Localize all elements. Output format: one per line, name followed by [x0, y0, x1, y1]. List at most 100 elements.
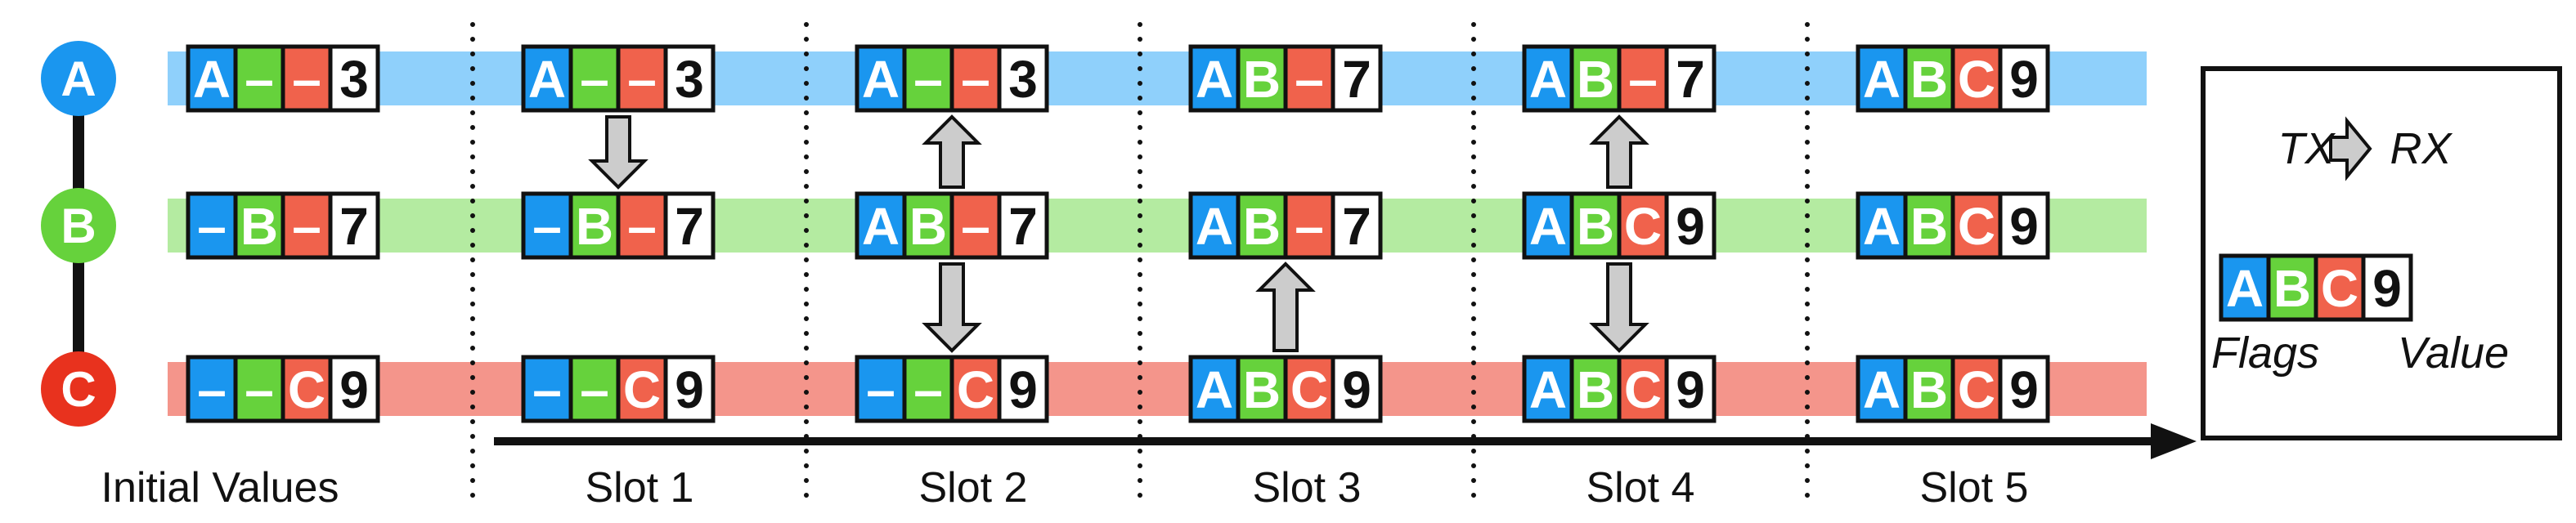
value-box [997, 44, 1049, 113]
transfer-arrow-a-to-b-slot-1 [588, 115, 648, 190]
column-label-1: Slot 1 [586, 464, 694, 512]
flag-text: – [292, 50, 321, 109]
flag-text: B [1577, 197, 1614, 256]
node-b [41, 188, 116, 263]
legend-value-label: Value [2398, 329, 2509, 378]
flag-box [233, 44, 285, 113]
value-box [997, 355, 1049, 423]
flag-box [1903, 355, 1955, 423]
flag-text: – [913, 50, 943, 109]
flag-box [2219, 253, 2271, 322]
flag-box [2266, 253, 2318, 322]
flag-box [949, 355, 1002, 423]
flag-text: C [1958, 50, 1995, 109]
flag-text: – [1295, 197, 1324, 256]
flag-text: A [1196, 50, 1233, 109]
value-box [328, 191, 380, 260]
flag-text: – [245, 360, 274, 419]
flag-box [1617, 355, 1669, 423]
flag-text: B [1910, 50, 1948, 109]
flag-box [902, 44, 954, 113]
value-box [328, 44, 380, 113]
flag-box [1283, 44, 1335, 113]
flag-box [2313, 253, 2366, 322]
transfer-arrow-b-to-a-slot-2 [922, 114, 982, 189]
flag-box [1903, 44, 1955, 113]
node-a [41, 41, 116, 116]
value-box [1664, 44, 1717, 113]
transfer-arrows [588, 114, 1649, 353]
node-a-label: A [61, 51, 96, 106]
value-text: 9 [1676, 360, 1705, 419]
value-box [1998, 355, 2050, 423]
flag-text: B [1243, 197, 1281, 256]
cell-a-col-1: A––3 [521, 44, 716, 113]
value-text: 9 [1676, 197, 1705, 256]
flag-box [1856, 191, 1908, 260]
flag-text: C [1290, 360, 1328, 419]
flag-text: C [2321, 259, 2358, 318]
flag-box [855, 355, 907, 423]
flag-text: A [1196, 360, 1233, 419]
flag-text: B [909, 197, 947, 256]
band-b [168, 199, 2147, 253]
value-text: 7 [339, 197, 369, 256]
flag-box [1283, 355, 1335, 423]
flag-box [616, 191, 668, 260]
flag-box [1569, 191, 1622, 260]
flag-text: C [623, 360, 661, 419]
flag-text: A [862, 197, 900, 256]
legend-flags-label: Flags [2211, 329, 2319, 378]
flag-text: – [961, 50, 990, 109]
flag-text: A [862, 50, 900, 109]
flag-text: – [961, 197, 990, 256]
flag-text: B [1910, 360, 1948, 419]
legend-tx-label: TX [2278, 124, 2336, 173]
value-box [1331, 44, 1383, 113]
flag-box [1617, 191, 1669, 260]
flag-box [1188, 191, 1241, 260]
value-text: 9 [675, 360, 704, 419]
flag-box [521, 44, 573, 113]
flag-text: A [1196, 197, 1233, 256]
flag-box [1283, 191, 1335, 260]
transfer-arrow-b-to-a-slot-4 [1589, 114, 1649, 189]
flag-text: C [1958, 197, 1995, 256]
transfer-arrow-b-to-c-slot-4 [1589, 262, 1649, 353]
flag-text: – [197, 360, 227, 419]
flag-text: B [1910, 197, 1948, 256]
flag-text: C [1624, 197, 1662, 256]
value-text: 7 [1342, 197, 1371, 256]
node-b-label: B [61, 199, 96, 253]
flag-text: A [193, 50, 231, 109]
flag-text: A [1863, 197, 1901, 256]
flag-text: – [197, 197, 227, 256]
flag-text: – [627, 197, 657, 256]
value-box [1331, 355, 1383, 423]
flag-text: – [580, 50, 609, 109]
value-box [1664, 355, 1717, 423]
column-label-3: Slot 3 [1253, 464, 1362, 512]
flag-text: B [240, 197, 278, 256]
value-text: 9 [339, 360, 369, 419]
flag-box [233, 191, 285, 260]
flag-text: C [957, 360, 994, 419]
timeline-arrowhead [2151, 423, 2197, 459]
flag-text: – [245, 50, 274, 109]
value-text: 7 [675, 197, 704, 256]
band-c [168, 362, 2147, 416]
flag-text: B [1577, 50, 1614, 109]
value-text: 9 [2009, 197, 2039, 256]
flag-box [1903, 191, 1955, 260]
flag-text: – [532, 360, 562, 419]
flag-text: C [1624, 360, 1662, 419]
